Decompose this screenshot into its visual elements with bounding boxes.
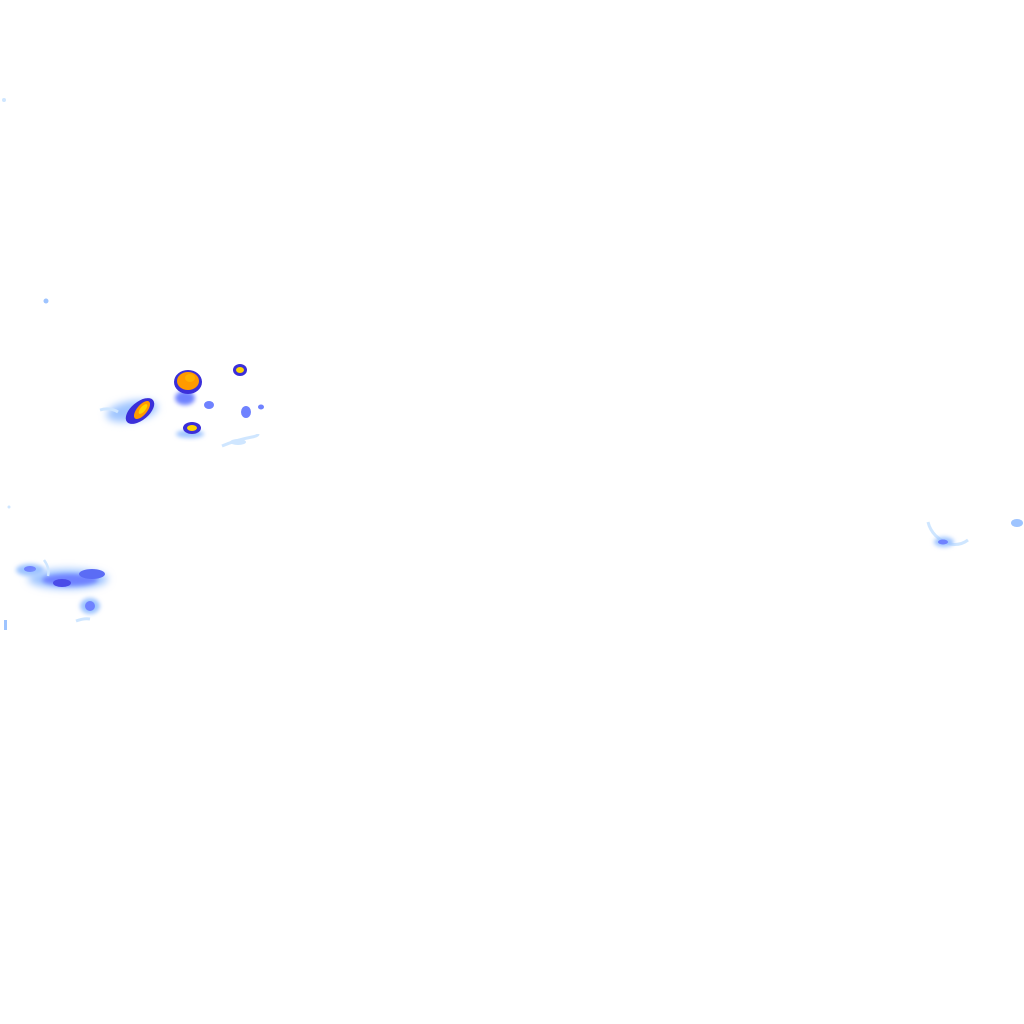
rain-band-west-coast[interactable] [16, 559, 108, 623]
storm-cell-small-north-east[interactable] [233, 364, 247, 376]
rain-patch-east-edge[interactable] [926, 519, 1023, 547]
storm-cell-north-large[interactable] [174, 370, 202, 405]
rain-fragments-cluster [204, 401, 264, 448]
speck [7, 505, 11, 509]
speck [4, 620, 7, 630]
scattered-specks [2, 98, 49, 630]
storm-cell-south-small[interactable] [176, 422, 204, 438]
speck [43, 298, 49, 304]
storm-cell-west-elongated[interactable] [99, 393, 159, 429]
speck [2, 98, 6, 102]
